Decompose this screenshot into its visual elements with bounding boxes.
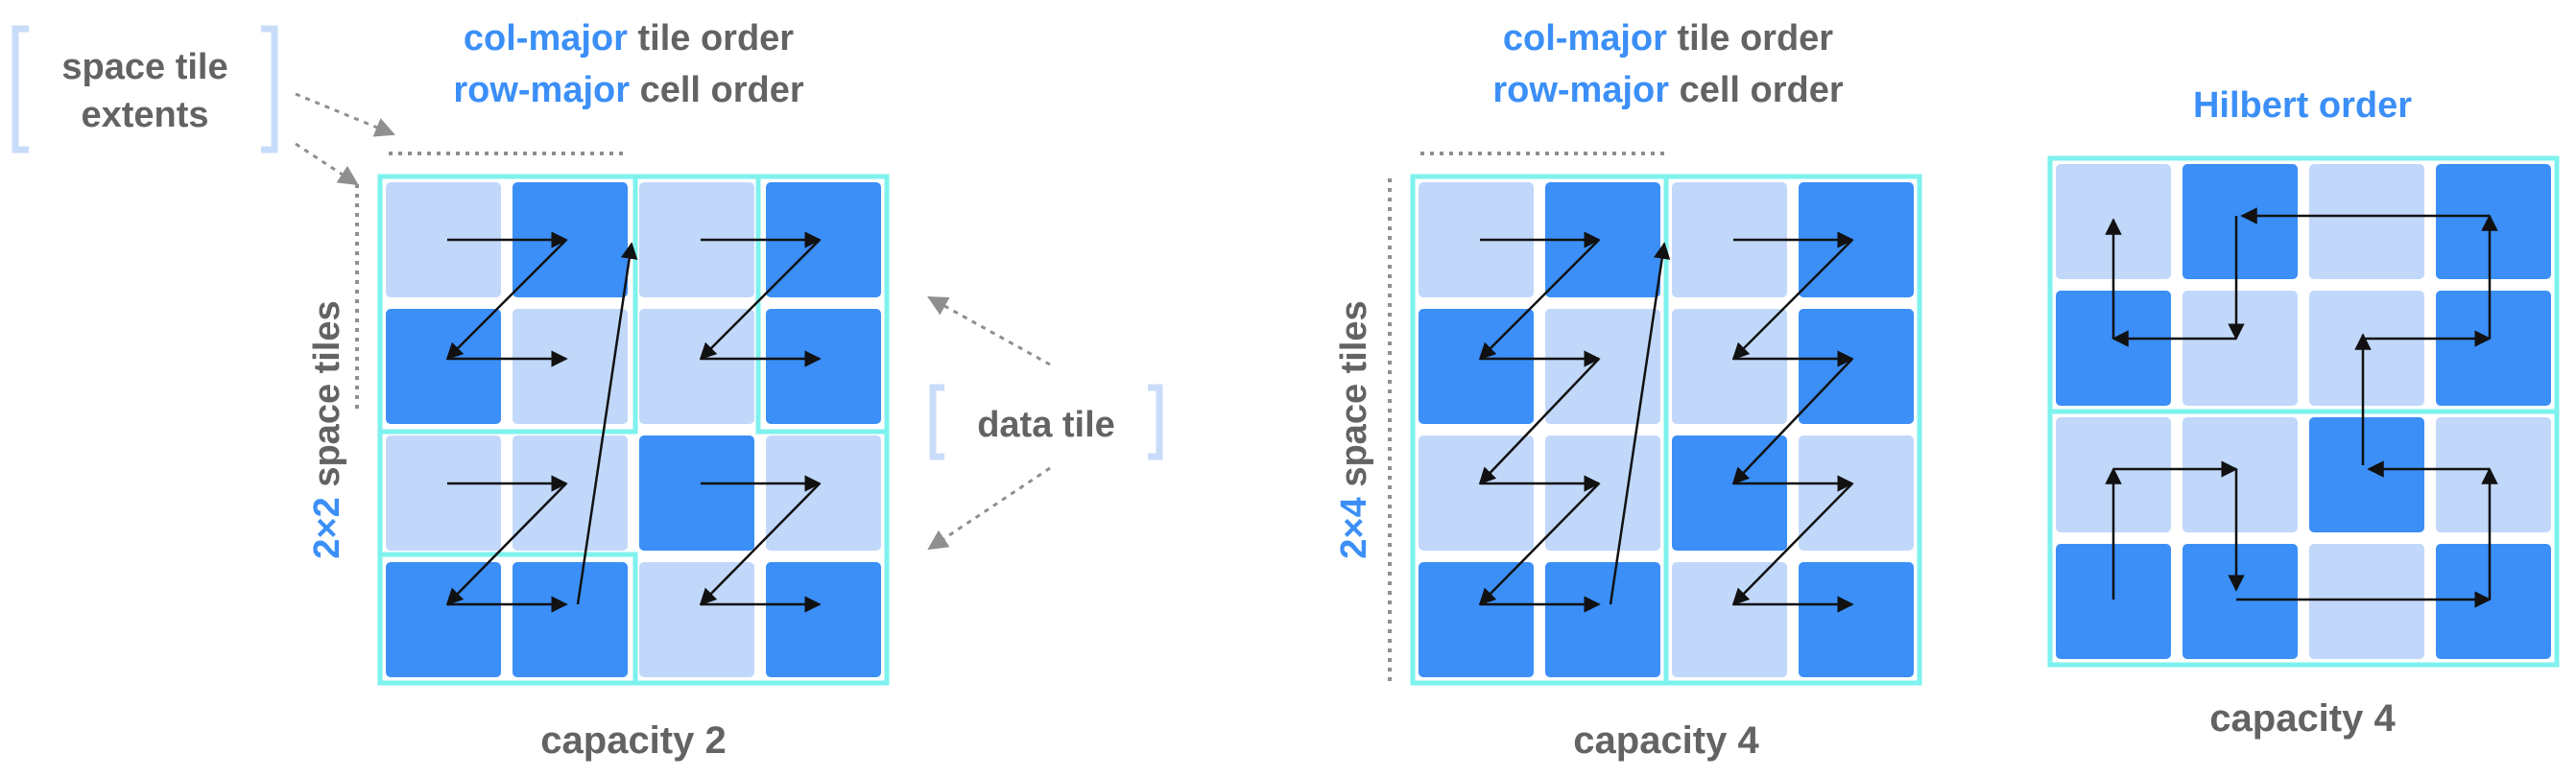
data-cell-filled [2056,544,2171,659]
data-cell-filled [386,309,501,424]
space-tile-frame [1410,174,1922,686]
panel-1-cells [386,182,881,677]
data-cell-empty [513,436,628,551]
panel-2-title-line-2: row-major cell order [1492,70,1844,110]
data-cell-empty [1545,436,1660,551]
data-cell-empty [2309,164,2424,279]
data-cell-filled [1672,436,1787,551]
data-cell-filled [2309,417,2424,532]
arrow-icon [1609,242,1671,605]
data-cell-empty [1672,182,1787,297]
panel-1-caption: capacity 2 [540,719,726,762]
data-cell-filled [1799,562,1914,677]
arrow-icon [295,142,359,186]
panel-3-cells [2056,164,2551,659]
panel-1-title-line-2: row-major cell order [453,70,804,110]
data-cell-filled [1545,182,1660,297]
data-cell-filled [2436,544,2551,659]
arrow-icon [699,483,821,606]
arrow-icon [1478,358,1600,485]
data-cell-filled [639,436,754,551]
arrow-icon [1731,358,1853,485]
data-cell-filled [766,182,881,297]
panel-2: col-major tile order row-major cell orde… [1334,18,1922,762]
data-cell-filled [2436,164,2551,279]
panel-3-space-tile-frames [2047,155,2560,668]
panel-1-side-label: 2×2 space tiles [307,300,347,558]
data-cell-filled [1545,562,1660,677]
data-cell-empty [2436,417,2551,532]
data-cell-filled [2182,164,2298,279]
data-cell-empty [1419,182,1534,297]
arrow-icon [1731,239,1853,361]
panel-1-title-line-1: col-major tile order [464,18,794,59]
space-tile-extents-annotation: space tile extents [12,25,395,186]
data-cell-empty [2182,417,2298,532]
arrow-icon [295,92,395,137]
panel-1-space-tile-frames [377,174,890,686]
data-cell-empty [639,182,754,297]
data-cell-filled [513,562,628,677]
panel-1-arrows [445,231,822,613]
data-cell-filled [2182,544,2298,659]
data-cell-empty [386,182,501,297]
panel-2-side-label: 2×4 space tiles [1334,300,1374,558]
arrow-icon [445,483,567,606]
panel-2-title-line-1: col-major tile order [1503,18,1833,59]
data-cell-empty [1672,309,1787,424]
panel-3-caption: capacity 4 [2209,697,2396,740]
data-cell-filled [513,182,628,297]
bracket-icon [929,384,944,460]
arrow-icon [1478,483,1600,606]
data-cell-filled [1799,182,1914,297]
space-tile-extents-label-1: space tile [61,47,227,87]
data-cell-filled [2436,291,2551,406]
space-tile-frame [2047,155,2560,668]
data-cell-filled [386,562,501,677]
panel-2-arrows [1478,231,1854,613]
arrow-icon [1478,239,1600,361]
arrow-icon [445,239,567,361]
panel-2-caption: capacity 4 [1573,719,1759,762]
data-cell-empty [639,309,754,424]
data-tile-annotation: data tile [927,295,1163,551]
panel-3: Hilbert order capacity 4 [2047,85,2560,740]
panel-3-arrows [2105,207,2498,608]
data-cell-empty [639,562,754,677]
panel-3-title: Hilbert order [2193,85,2412,126]
space-tile-extents-label-2: extents [81,95,208,135]
data-tile-label: data tile [977,405,1115,445]
bracket-icon [261,25,278,153]
data-cell-empty [513,309,628,424]
arrow-icon [699,239,821,361]
data-cell-empty [386,436,501,551]
panel-1: col-major tile order row-major cell orde… [307,18,890,762]
arrow-icon [927,466,1051,551]
data-cell-filled [1419,309,1534,424]
bracket-icon [12,25,29,153]
data-cell-filled [766,562,881,677]
data-cell-filled [2056,291,2171,406]
data-cell-empty [1419,436,1534,551]
data-cell-filled [1419,562,1534,677]
data-cell-empty [2309,544,2424,659]
arrow-icon [576,242,638,605]
panel-2-space-tile-frames [1410,174,1922,686]
arrow-icon [1731,483,1853,606]
data-cell-filled [1799,309,1914,424]
data-cell-empty [2309,291,2424,406]
data-cell-empty [2182,291,2298,406]
data-cell-empty [1672,562,1787,677]
space-tile-frame [377,174,890,686]
data-cell-filled [766,309,881,424]
data-cell-empty [1545,309,1660,424]
data-cell-empty [1799,436,1914,551]
arrow-icon [927,295,1051,366]
data-cell-empty [766,436,881,551]
bracket-icon [1148,384,1163,460]
